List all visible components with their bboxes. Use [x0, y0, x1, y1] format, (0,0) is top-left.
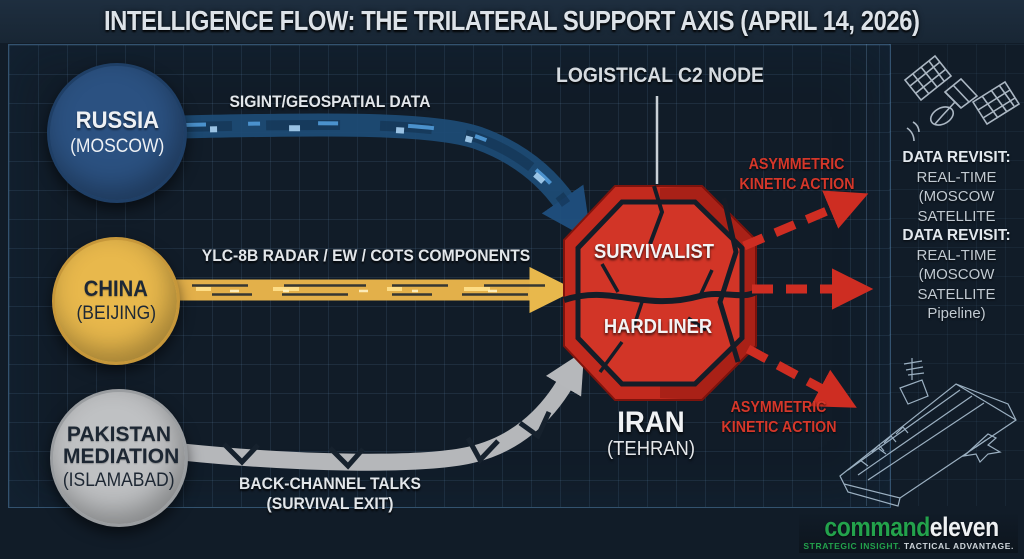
kinetic-label-bottom: ASYMMETRIC KINETIC ACTION: [721, 399, 837, 437]
node-russia: RUSSIA (MOSCOW): [47, 63, 187, 203]
russia-flow-label: SIGINT/GEOSPATIAL DATA: [229, 92, 431, 111]
iran-node-shape: [563, 185, 758, 401]
brand-part-green: command: [824, 512, 930, 542]
brand-logo: commandeleven STRATEGIC INSIGHT. TACTICA…: [799, 512, 1018, 553]
pakistan-flow-label-line1: BACK-CHANNEL TALKS: [239, 474, 421, 493]
russia-name: RUSSIA: [75, 107, 159, 135]
faction-hardliner: HARDLINER: [603, 316, 713, 338]
kinetic-label-top: ASYMMETRIC KINETIC ACTION: [739, 156, 855, 194]
grid-panel-right: [889, 44, 1024, 506]
pakistan-flow-label-line2: (SURVIVAL EXIT): [266, 494, 394, 513]
iran-location: (TEHRAN): [607, 438, 695, 460]
china-name: CHINA: [83, 276, 149, 302]
china-location: (BEIJING): [76, 302, 156, 324]
satellite-icon: [903, 54, 1021, 142]
china-flow-arrow: [176, 266, 576, 314]
data-revisit-heading-2: DATA REVISIT:: [902, 227, 1011, 244]
china-flow-label: YLC-8B RADAR / EW / COTS COMPONENTS: [201, 246, 531, 265]
tagline-white: TACTICAL ADVANTAGE.: [903, 541, 1014, 551]
page-title: INTELLIGENCE FLOW: THE TRILATERAL SUPPOR…: [0, 5, 1024, 37]
title-bar: [0, 0, 1024, 43]
russia-location: (MOSCOW): [69, 135, 165, 157]
russia-flow-arrow: [179, 113, 592, 241]
aircraft-carrier-illustration: [839, 358, 1017, 507]
iran-name: IRAN: [617, 406, 685, 439]
node-china: CHINA (BEIJING): [52, 237, 180, 365]
pakistan-name: PAKISTAN MEDIATION: [63, 422, 180, 468]
brand-part-white: eleven: [929, 512, 999, 542]
pakistan-location: (ISLAMABAD): [63, 470, 175, 492]
c2-node-label: LOGISTICAL C2 NODE: [556, 64, 764, 87]
data-revisit-panel: DATA REVISIT: REAL-TIME (MOSCOW SATELLIT…: [889, 148, 1024, 324]
data-revisit-heading-1: DATA REVISIT:: [902, 149, 1011, 166]
tagline-green: STRATEGIC INSIGHT.: [803, 541, 901, 551]
node-pakistan: PAKISTAN MEDIATION (ISLAMABAD): [50, 389, 188, 527]
faction-survivalist: SURVIVALIST: [594, 241, 714, 263]
pakistan-flow-arrow: [181, 351, 585, 471]
page-title-text: INTELLIGENCE FLOW: THE TRILATERAL SUPPOR…: [104, 5, 920, 36]
kinetic-action-arrows: [742, 190, 874, 408]
